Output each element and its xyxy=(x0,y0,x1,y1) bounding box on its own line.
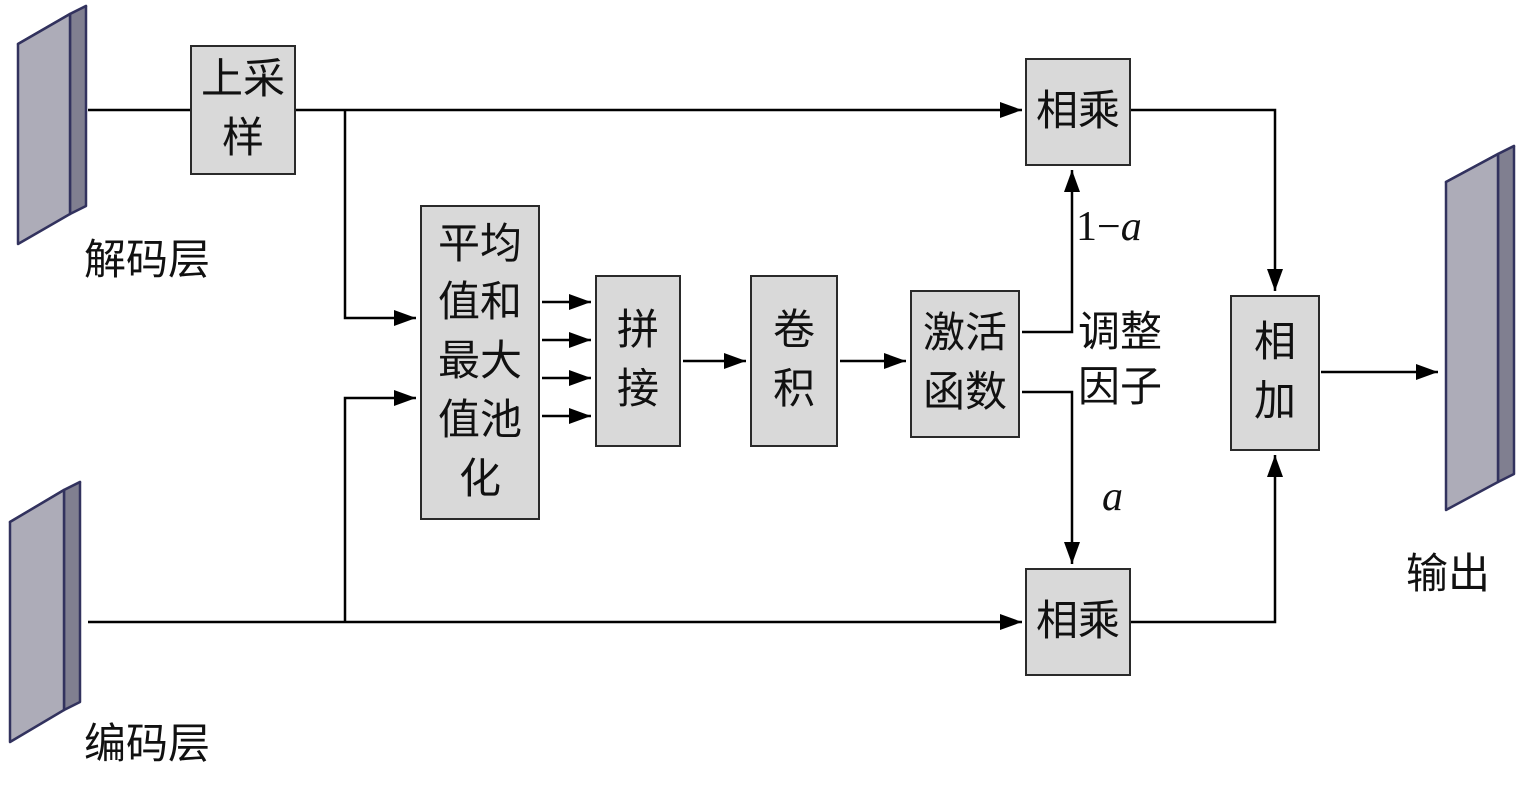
alpha-var-top: a xyxy=(1120,204,1142,250)
one-minus-text: 1− xyxy=(1076,204,1121,250)
output-slab-front xyxy=(1444,152,1500,512)
node-concat: 拼 接 xyxy=(595,275,681,447)
decoder-layer-label: 解码层 xyxy=(84,238,211,284)
node-upsample: 上采 样 xyxy=(190,45,296,175)
one-minus-a-label: 1−a xyxy=(1076,200,1142,255)
output-slab-side xyxy=(1496,144,1516,484)
output-label: 输出 xyxy=(1406,552,1491,598)
node-convolution: 卷 积 xyxy=(750,275,838,447)
arrow-activation-to-multiply-bottom xyxy=(1022,390,1080,564)
node-avg-max-pooling: 平均 值和 最大 值池 化 xyxy=(420,205,540,520)
output-slab-graphic xyxy=(1444,144,1516,512)
encoder-layer-label: 编码层 xyxy=(84,722,211,768)
node-add: 相 加 xyxy=(1230,295,1320,451)
adjust-factor-label: 调整 因子 xyxy=(1078,310,1163,411)
arrow-decoder-branch-to-pooling xyxy=(343,110,416,326)
encoder-slab-front xyxy=(8,488,66,744)
a-label: a xyxy=(1102,470,1123,525)
decoder-slab-graphic xyxy=(16,4,88,246)
arrow-activation-to-multiply-top xyxy=(1022,170,1080,334)
arrow-multiply-top-to-add xyxy=(1131,108,1283,291)
node-multiply-bottom: 相乘 xyxy=(1025,568,1131,676)
decoder-slab-side xyxy=(68,4,88,216)
encoder-slab-graphic xyxy=(8,480,82,744)
arrow-encoder-branch-to-pooling xyxy=(343,390,416,622)
connectors xyxy=(88,102,1438,630)
arrow-multiply-bottom-to-add xyxy=(1131,455,1283,624)
decoder-slab-front xyxy=(16,12,72,246)
node-multiply-top: 相乘 xyxy=(1025,58,1131,166)
node-activation-function: 激活 函数 xyxy=(910,290,1020,438)
encoder-slab-side xyxy=(62,480,82,712)
alpha-var-bottom: a xyxy=(1102,474,1123,520)
